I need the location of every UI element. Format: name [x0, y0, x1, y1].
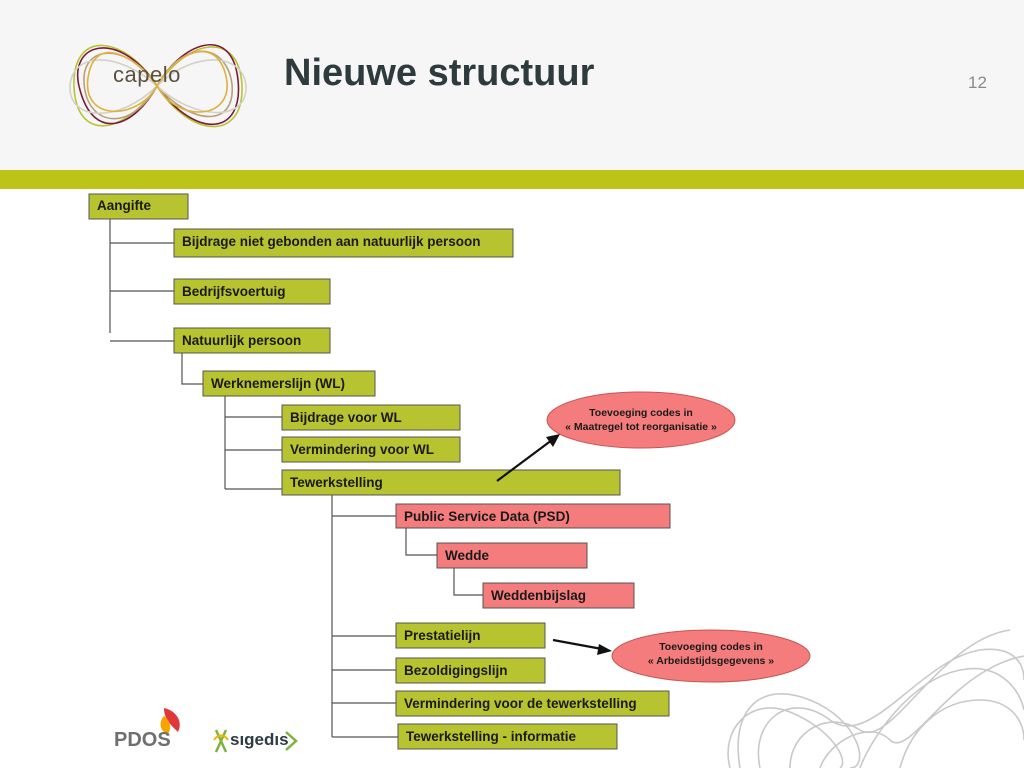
pdos-logo-text: PDOS — [114, 729, 171, 751]
node-bezoldigingslijn: Bezoldigingslijn — [395, 657, 546, 684]
svg-text:Toevoeging codes in: Toevoeging codes in — [659, 641, 763, 653]
svg-text:Vermindering voor de tewerkste: Vermindering voor de tewerkstelling — [404, 696, 637, 711]
svg-text:« Maatregel tot reorganisatie: « Maatregel tot reorganisatie » — [565, 421, 717, 433]
node-aangifte: Aangifte — [88, 193, 189, 220]
svg-text:Prestatielijn: Prestatielijn — [404, 628, 481, 643]
svg-text:Bijdrage niet gebonden aan nat: Bijdrage niet gebonden aan natuurlijk pe… — [182, 234, 481, 249]
logo-text: capelo — [113, 62, 181, 87]
svg-text:Weddenbijslag: Weddenbijslag — [491, 588, 586, 603]
node-werknemerslijn: Werknemerslijn (WL) — [202, 370, 376, 397]
node-bijdrage-voor-wl: Bijdrage voor WL — [281, 404, 461, 431]
pdos-logo-icon — [160, 708, 180, 734]
sigedis-logo-text: sıgedıs — [230, 730, 289, 749]
capelo-logo-icon — [69, 44, 247, 128]
node-vermindering-voor-wl: Vermindering voor WL — [281, 436, 461, 463]
callout-reorganisatie: Toevoeging codes in « Maatregel tot reor… — [546, 391, 736, 449]
svg-text:Tewerkstelling: Tewerkstelling — [290, 475, 383, 490]
svg-text:Vermindering voor WL: Vermindering voor WL — [290, 442, 434, 457]
svg-text:Toevoeging codes in: Toevoeging codes in — [589, 407, 693, 419]
svg-text:Bedrijfsvoertuig: Bedrijfsvoertuig — [182, 284, 286, 299]
node-prestatielijn: Prestatielijn — [395, 622, 546, 649]
svg-text:Aangifte: Aangifte — [97, 198, 151, 213]
svg-text:Wedde: Wedde — [445, 548, 489, 563]
slide-header — [0, 0, 1024, 170]
svg-text:Werknemerslijn (WL): Werknemerslijn (WL) — [211, 376, 345, 391]
node-bijdrage-niet-gebonden: Bijdrage niet gebonden aan natuurlijk pe… — [173, 228, 514, 258]
page-title: Nieuwe structuur — [284, 52, 595, 94]
tree-connectors — [109, 219, 483, 738]
page-number: 12 — [968, 73, 987, 92]
node-vermindering-tewerkstelling: Vermindering voor de tewerkstelling — [395, 690, 670, 717]
accent-band — [0, 170, 1024, 189]
sigedis-logo-icon — [213, 729, 298, 753]
svg-text:« Arbeidstijdsgegevens »: « Arbeidstijdsgegevens » — [648, 655, 774, 667]
svg-text:Bezoldigingslijn: Bezoldigingslijn — [404, 663, 508, 678]
node-bedrijfsvoertuig: Bedrijfsvoertuig — [173, 278, 331, 305]
svg-text:Bijdrage voor WL: Bijdrage voor WL — [290, 410, 402, 425]
svg-text:Public Service Data (PSD): Public Service Data (PSD) — [404, 509, 570, 524]
svg-text:Tewerkstelling - informatie: Tewerkstelling - informatie — [406, 729, 577, 744]
node-public-service-data: Public Service Data (PSD) — [395, 503, 671, 529]
node-natuurlijk-persoon: Natuurlijk persoon — [173, 327, 331, 354]
decorative-swirl-icon — [727, 629, 1024, 768]
svg-text:Natuurlijk persoon: Natuurlijk persoon — [182, 333, 301, 348]
node-weddenbijslag: Weddenbijslag — [482, 582, 635, 609]
arrow-to-arbeidstijd — [552, 638, 612, 655]
node-tewerkstelling: Tewerkstelling — [281, 469, 621, 496]
node-tewerkstelling-informatie: Tewerkstelling - informatie — [397, 723, 618, 750]
node-wedde: Wedde — [436, 542, 588, 569]
callout-arbeidstijd: Toevoeging codes in « Arbeidstijdsgegeve… — [611, 629, 811, 683]
arrow-to-reorganisatie — [496, 434, 560, 482]
